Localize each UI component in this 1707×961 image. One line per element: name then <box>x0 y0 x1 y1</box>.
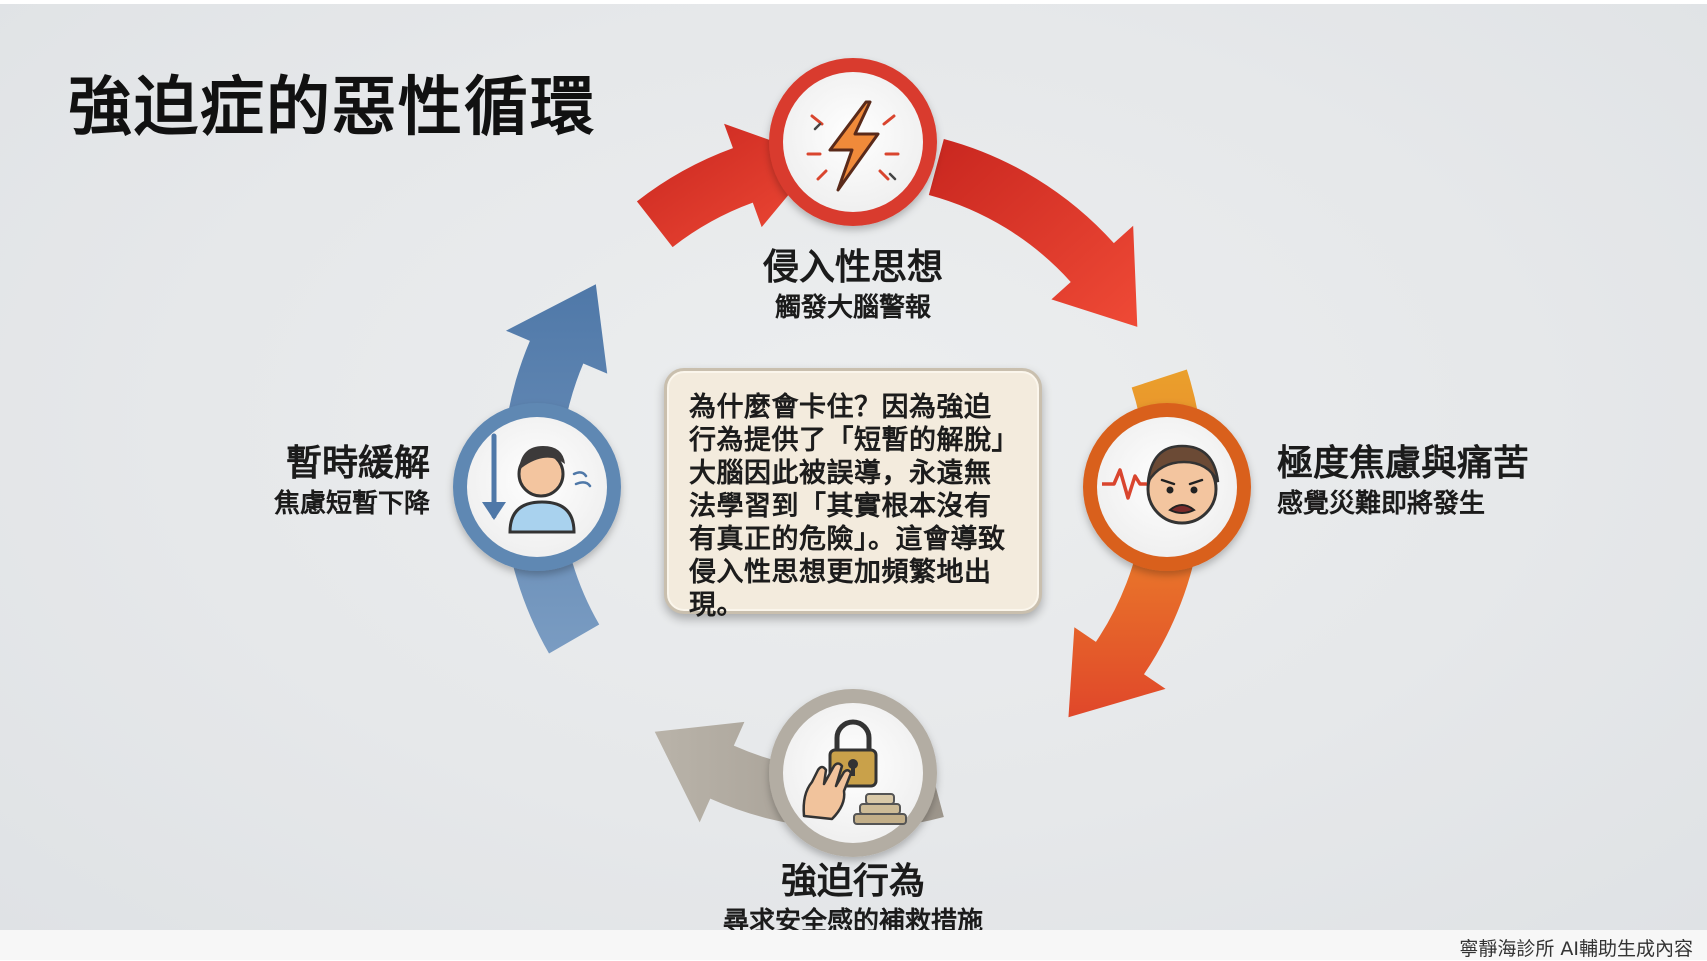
node-title: 暫時緩解 <box>285 443 430 484</box>
padlock-hand-icon <box>802 719 907 825</box>
node-title: 侵入性思想 <box>762 247 943 288</box>
arrow-intrusive-to-anxiety <box>928 138 1138 327</box>
person-exhale-icon <box>482 433 592 534</box>
page-title: 強迫症的惡性循環 <box>68 71 596 145</box>
diagram-canvas: 強迫症的惡性循環 <box>0 4 1707 930</box>
label-anxiety: 極度焦慮與痛苦 感覺災難即將發生 <box>1277 442 1529 522</box>
node-subtitle: 尋求安全感的補救措施 <box>722 907 983 930</box>
credit-text: 寧靜海診所 AI輔助生成內容 <box>1459 938 1693 960</box>
cycle-diagram <box>453 58 1251 857</box>
node-subtitle: 焦慮短暫下降 <box>273 489 430 519</box>
footer-bar: 寧靜海診所 AI輔助生成內容 <box>0 930 1707 960</box>
lightning-bolt-icon <box>806 100 900 192</box>
label-intrusive-thought: 侵入性思想 觸發大腦警報 <box>663 246 1043 326</box>
label-relief: 暫時緩解 焦慮短暫下降 <box>274 442 430 522</box>
node-title: 強迫行為 <box>780 861 925 902</box>
center-explanation-box: 為什麼會卡住？因為強迫行為提供了「短暫的解脫」大腦因此被誤導，永遠無法學習到「其… <box>664 368 1042 621</box>
node-title: 極度焦慮與痛苦 <box>1277 443 1530 484</box>
worried-face-icon <box>1102 444 1220 525</box>
node-subtitle: 感覺災難即將發生 <box>1277 489 1486 519</box>
label-compulsion: 強迫行為 尋求安全感的補救措施 <box>663 860 1043 930</box>
node-subtitle: 觸發大腦警報 <box>774 293 931 323</box>
